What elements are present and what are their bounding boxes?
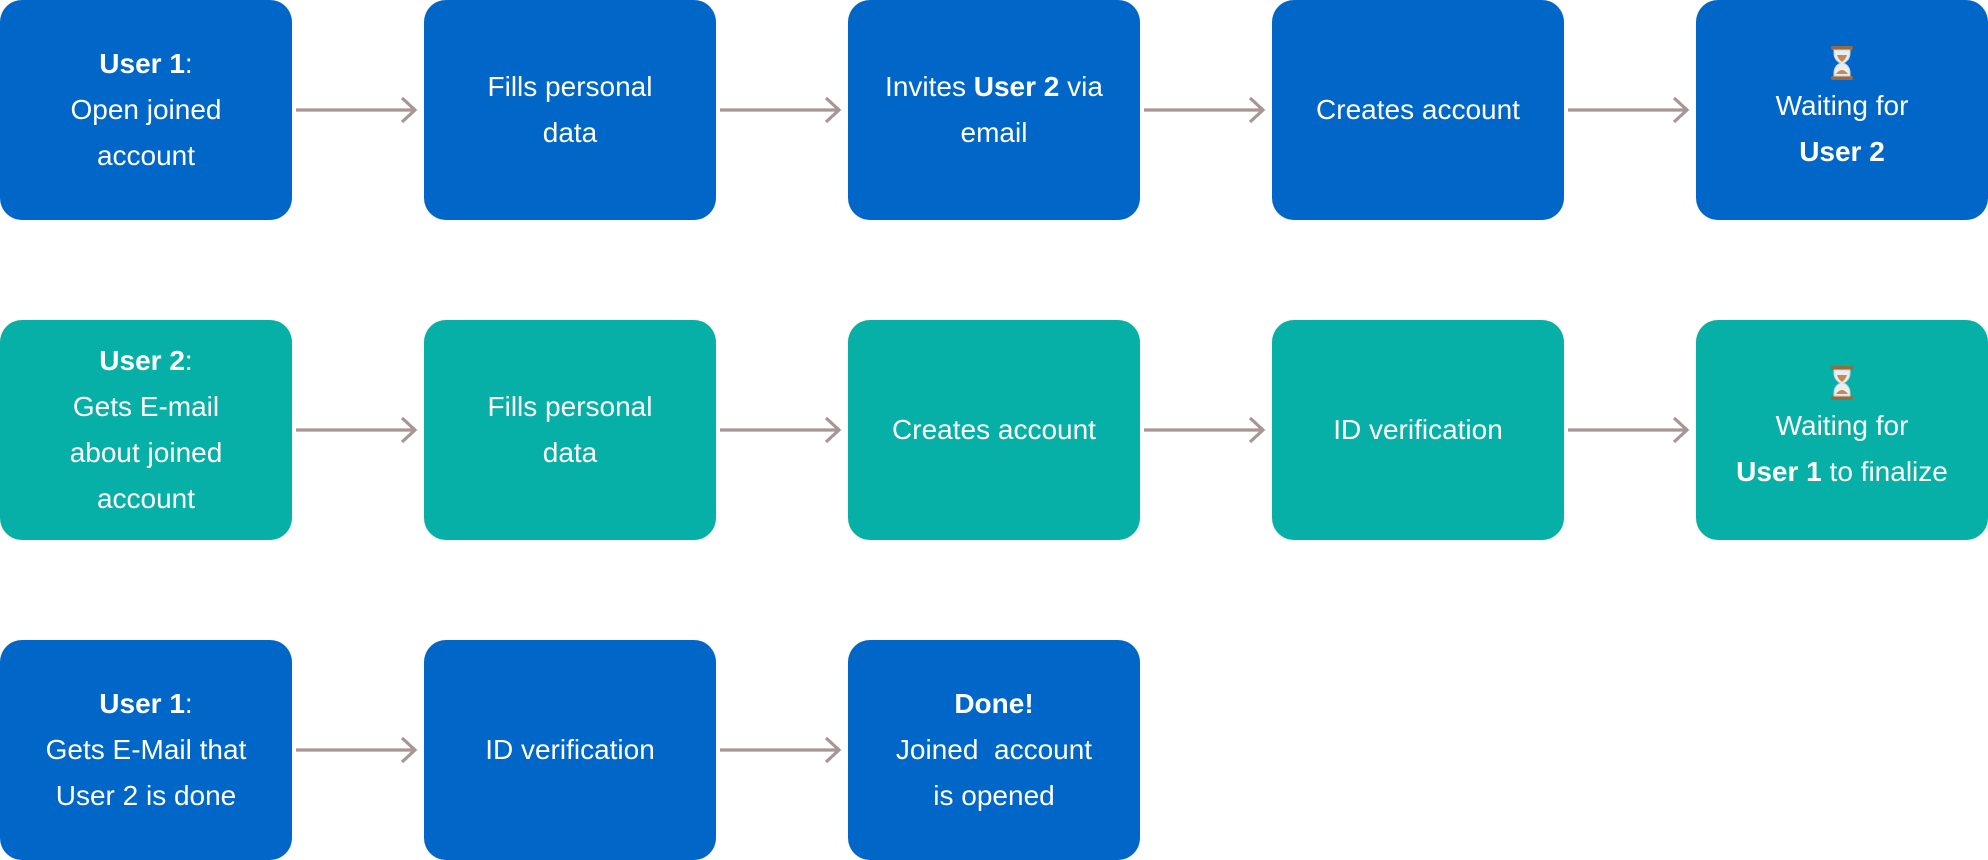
step-line: User 2 is done bbox=[55, 780, 237, 811]
user-label: User 1 bbox=[99, 48, 185, 79]
user-label: User 1 bbox=[1736, 456, 1822, 487]
step-user1-creates-account: Creates account bbox=[1272, 0, 1564, 220]
step-line: Creates account bbox=[892, 414, 1096, 445]
step-line: Open joined bbox=[70, 94, 222, 125]
step-line: data bbox=[542, 117, 598, 148]
step-user2-creates-account: Creates account bbox=[848, 320, 1140, 540]
step-waiting-for-user2: Waiting for User 2 bbox=[1696, 0, 1988, 220]
arrow-right-icon bbox=[1568, 416, 1690, 444]
step-user2-id-verification: ID verification bbox=[1272, 320, 1564, 540]
step-waiting-for-user1-finalize: Waiting for User 1 to finalize bbox=[1696, 320, 1988, 540]
colon: : bbox=[184, 688, 193, 719]
arrow-right-icon bbox=[720, 736, 842, 764]
step-line: about joined bbox=[69, 437, 223, 468]
user-label: User 2 bbox=[99, 345, 185, 376]
done-label: Done! bbox=[954, 688, 1034, 719]
step-line: Fills personal bbox=[487, 391, 653, 422]
step-line: Waiting for bbox=[1775, 90, 1909, 121]
step-line: Gets E-Mail that bbox=[45, 734, 247, 765]
step-line: is opened bbox=[933, 780, 1055, 811]
arrow-right-icon bbox=[720, 416, 842, 444]
arrow-right-icon bbox=[1144, 416, 1266, 444]
step-user1-id-verification: ID verification bbox=[424, 640, 716, 860]
colon: : bbox=[184, 48, 193, 79]
user-label: User 2 bbox=[1799, 136, 1885, 167]
step-line: account bbox=[96, 140, 196, 171]
user-label: User 2 bbox=[973, 71, 1060, 102]
colon: : bbox=[184, 345, 193, 376]
text-suffix: via bbox=[1059, 71, 1103, 102]
step-line: Creates account bbox=[1316, 94, 1520, 125]
user-label: User 1 bbox=[99, 688, 185, 719]
step-line: account bbox=[96, 483, 196, 514]
step-user1-open-joined-account: User 1: Open joined account bbox=[0, 0, 292, 220]
step-user1-invites-user2: Invites User 2 via email bbox=[848, 0, 1140, 220]
arrow-right-icon bbox=[1144, 96, 1266, 124]
hourglass-icon bbox=[1831, 46, 1853, 80]
arrow-right-icon bbox=[296, 96, 418, 124]
step-line: Invites User 2 via bbox=[885, 64, 1103, 110]
step-line: User 1 to finalize bbox=[1736, 449, 1948, 495]
step-line: User 2: bbox=[99, 338, 192, 384]
arrow-right-icon bbox=[296, 736, 418, 764]
step-line: ID verification bbox=[1333, 414, 1503, 445]
step-line: Joined account bbox=[895, 734, 1093, 765]
step-line: User 1: bbox=[99, 681, 192, 727]
step-user1-gets-email: User 1: Gets E-Mail that User 2 is done bbox=[0, 640, 292, 860]
step-user2-fills-personal-data: Fills personal data bbox=[424, 320, 716, 540]
step-line: email bbox=[960, 117, 1028, 148]
step-user2-gets-email: User 2: Gets E-mail about joined account bbox=[0, 320, 292, 540]
step-done-joined-account-opened: Done! Joined account is opened bbox=[848, 640, 1140, 860]
step-line: data bbox=[542, 437, 598, 468]
text-prefix: Invites bbox=[885, 71, 974, 102]
text-suffix: to finalize bbox=[1821, 456, 1948, 487]
step-line: Gets E-mail bbox=[72, 391, 220, 422]
step-line: ID verification bbox=[485, 734, 655, 765]
arrow-right-icon bbox=[296, 416, 418, 444]
step-line: Waiting for bbox=[1775, 410, 1909, 441]
hourglass-icon bbox=[1831, 366, 1853, 400]
arrow-right-icon bbox=[1568, 96, 1690, 124]
step-user1-fills-personal-data: Fills personal data bbox=[424, 0, 716, 220]
arrow-right-icon bbox=[720, 96, 842, 124]
step-line: Fills personal bbox=[487, 71, 653, 102]
step-line: User 1: bbox=[99, 41, 192, 87]
